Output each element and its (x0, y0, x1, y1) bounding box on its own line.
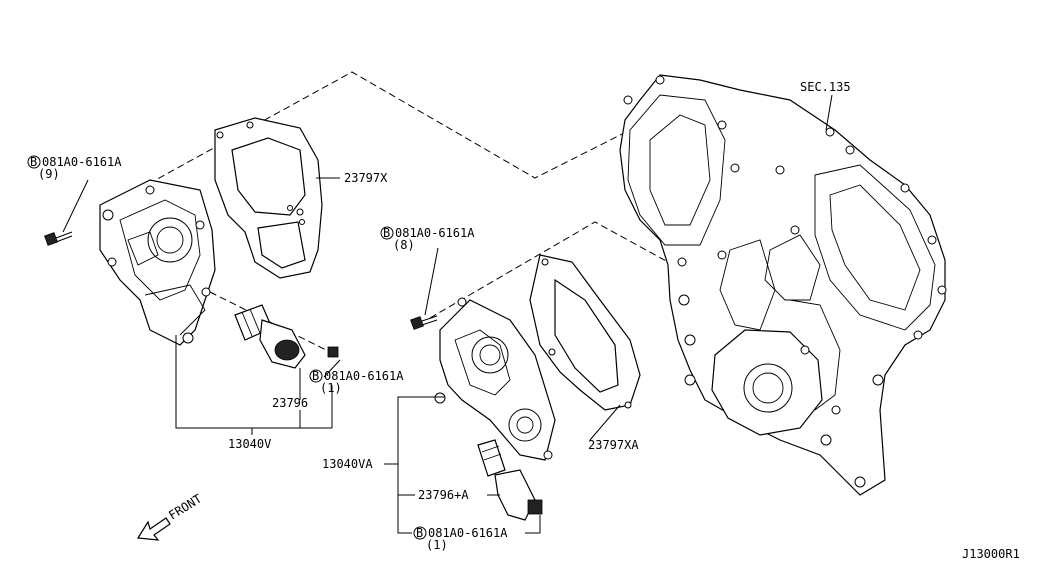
bolt-icon-1 (44, 231, 73, 246)
label-13040V: 13040V (228, 437, 271, 451)
valve-23796A (477, 439, 543, 521)
bolt-mark: B (383, 226, 390, 240)
label-23796: 23796 (272, 396, 308, 410)
gasket-23797XA (529, 254, 641, 411)
bolt-number: 081A0-6161A (324, 369, 404, 383)
label-bolt-3: B 081A0-6161A (1) (309, 369, 404, 395)
engine-timing-cover (619, 74, 947, 496)
label-bolt-4: B 081A0-6161A (1) (413, 526, 508, 552)
bolt-qty: (9) (38, 167, 60, 181)
label-23796A: 23796+A (418, 488, 469, 502)
label-bolt-2: B 081A0-6161A (8) (380, 226, 475, 252)
bolt-qty: (1) (426, 538, 448, 552)
bolt-number: 081A0-6161A (428, 526, 508, 540)
bolt-icon-2 (410, 315, 438, 330)
bolt-qty: (1) (320, 381, 342, 395)
label-section-ref: SEC.135 (800, 80, 851, 94)
label-front: FRONT (166, 492, 204, 523)
front-cover-left (99, 179, 216, 346)
bolt-mark: B (416, 526, 423, 540)
gasket-23797X (214, 117, 323, 279)
front-arrow-icon (136, 517, 171, 541)
bolt-number: 081A0-6161A (395, 226, 475, 240)
bolt-mark: B (312, 369, 319, 383)
bolt-mark: B (30, 155, 37, 169)
valve-23796 (234, 304, 339, 369)
front-cover-center (434, 297, 556, 461)
label-13040VA: 13040VA (322, 457, 373, 471)
label-23797X: 23797X (344, 171, 388, 185)
label-bolt-1: B 081A0-6161A (9) (27, 155, 122, 181)
bolt-qty: (8) (393, 238, 415, 252)
leader-lines (62, 94, 833, 534)
label-23797XA: 23797XA (588, 438, 639, 452)
bolt-number: 081A0-6161A (42, 155, 122, 169)
diagram-id: J13000R1 (962, 547, 1020, 561)
